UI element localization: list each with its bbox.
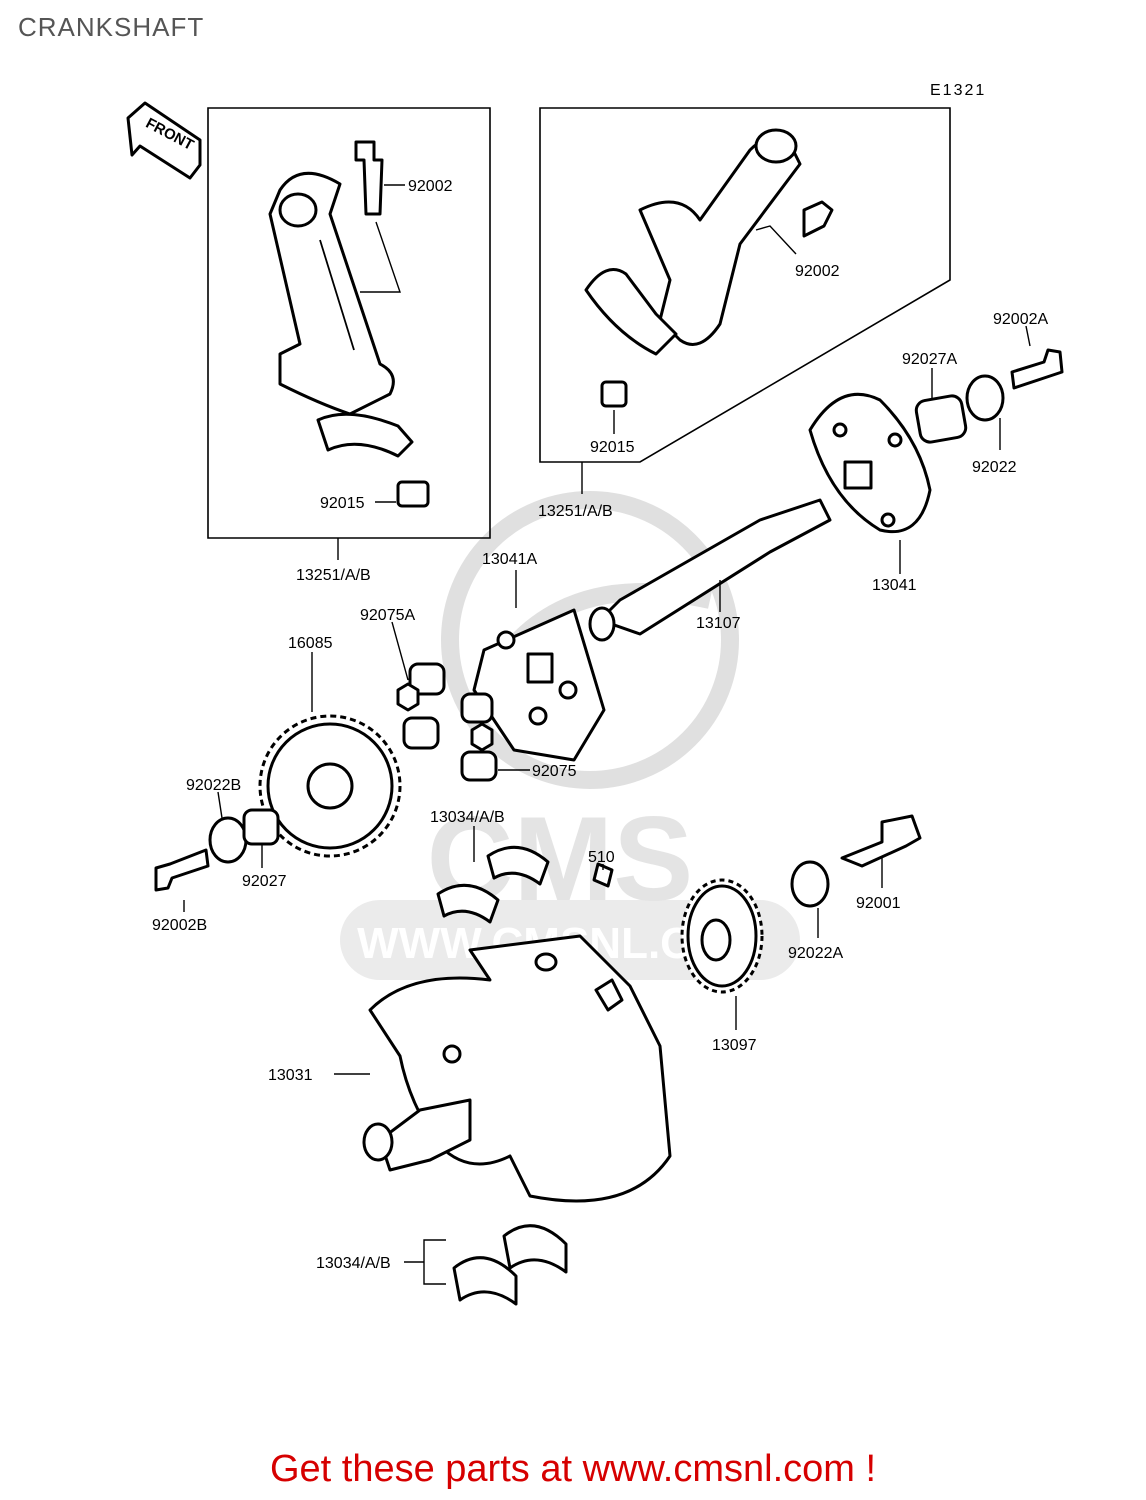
callout-92002-a: 92002 — [408, 178, 453, 195]
callout-92075A: 92075A — [360, 607, 415, 624]
callout-92002B: 92002B — [152, 917, 207, 934]
bushing-92027A — [914, 394, 968, 444]
callout-92015-b: 92015 — [590, 439, 635, 456]
leader-bolt-left — [360, 221, 401, 293]
callout-92022: 92022 — [972, 459, 1017, 476]
callout-13041A: 13041A — [482, 551, 537, 568]
bolt-92002A — [1010, 348, 1064, 390]
conrod-bolt-left — [354, 140, 384, 216]
shaft-13107 — [588, 498, 832, 642]
bushing-92027 — [242, 808, 280, 846]
callout-92002-b: 92002 — [795, 263, 840, 280]
washer-92022A — [790, 860, 830, 908]
key-510 — [592, 862, 614, 888]
page-title: CRANKSHAFT — [18, 12, 205, 42]
conrod-nut-left — [396, 480, 430, 508]
leader-92075A — [391, 621, 409, 681]
callout-13107: 13107 — [696, 615, 741, 632]
callout-13034-b: 13034/A/B — [316, 1255, 391, 1272]
callout-92022B: 92022B — [186, 777, 241, 794]
crankshaft-13031 — [362, 934, 672, 1203]
washer-92022 — [965, 374, 1005, 422]
conrod-frame-left — [207, 107, 491, 539]
callout-13041: 13041 — [872, 577, 917, 594]
leader-92002A — [1025, 325, 1031, 347]
plate-13041A — [472, 608, 606, 762]
bearing-13034-lower-right — [502, 1224, 568, 1274]
conrod-frame-right — [539, 107, 951, 463]
callout-13251-left: 13251/A/B — [296, 567, 371, 584]
front-arrow-shape — [126, 101, 202, 180]
bearing-13034-upper-right — [486, 845, 550, 886]
callout-92022A: 92022A — [788, 945, 843, 962]
callout-labels: 92002 92002 92002A 92027A 92022 92015 92… — [152, 178, 1048, 1272]
washer-92022B — [208, 816, 248, 864]
gear-13097 — [680, 878, 764, 994]
conrod-nut-right — [600, 380, 628, 408]
footer-promo[interactable]: Get these parts at www.cmsnl.com ! — [269, 1448, 877, 1490]
bearing-13034-lower-left — [452, 1256, 518, 1306]
parts-diagram: CMS WWW.CMSNL.COM E1321 FRONT — [126, 82, 1064, 1306]
callout-16085: 16085 — [288, 635, 333, 652]
callout-92002A: 92002A — [993, 311, 1048, 328]
callout-13031: 13031 — [268, 1067, 313, 1084]
callout-13251-right: 13251/A/B — [538, 503, 613, 520]
connecting-rod-right — [584, 128, 834, 408]
gear-16085 — [258, 714, 402, 858]
callout-510: 510 — [588, 849, 615, 866]
front-arrow: FRONT — [126, 101, 202, 180]
leader-92022B — [217, 791, 223, 819]
bearing-13034-upper-left — [436, 883, 500, 924]
bolt-92002B — [154, 848, 210, 892]
callout-92001: 92001 — [856, 895, 901, 912]
callout-92075: 92075 — [532, 763, 577, 780]
bolt-92001 — [840, 814, 922, 868]
connecting-rod-left — [268, 140, 430, 508]
leader-13034-b — [404, 1239, 446, 1285]
diagram-code: E1321 — [930, 82, 986, 99]
dampers-92075 — [396, 662, 498, 782]
crank-flange-13041 — [808, 392, 932, 534]
watermark-ring — [441, 491, 739, 789]
callout-92015-a: 92015 — [320, 495, 365, 512]
callout-92027A: 92027A — [902, 351, 957, 368]
conrod-cap-right — [584, 268, 678, 356]
callout-92027: 92027 — [242, 873, 287, 890]
leader-92002-b — [755, 225, 797, 255]
callout-13034-a: 13034/A/B — [430, 809, 505, 826]
callout-13097: 13097 — [712, 1037, 757, 1054]
conrod-bolt-right — [802, 200, 834, 238]
